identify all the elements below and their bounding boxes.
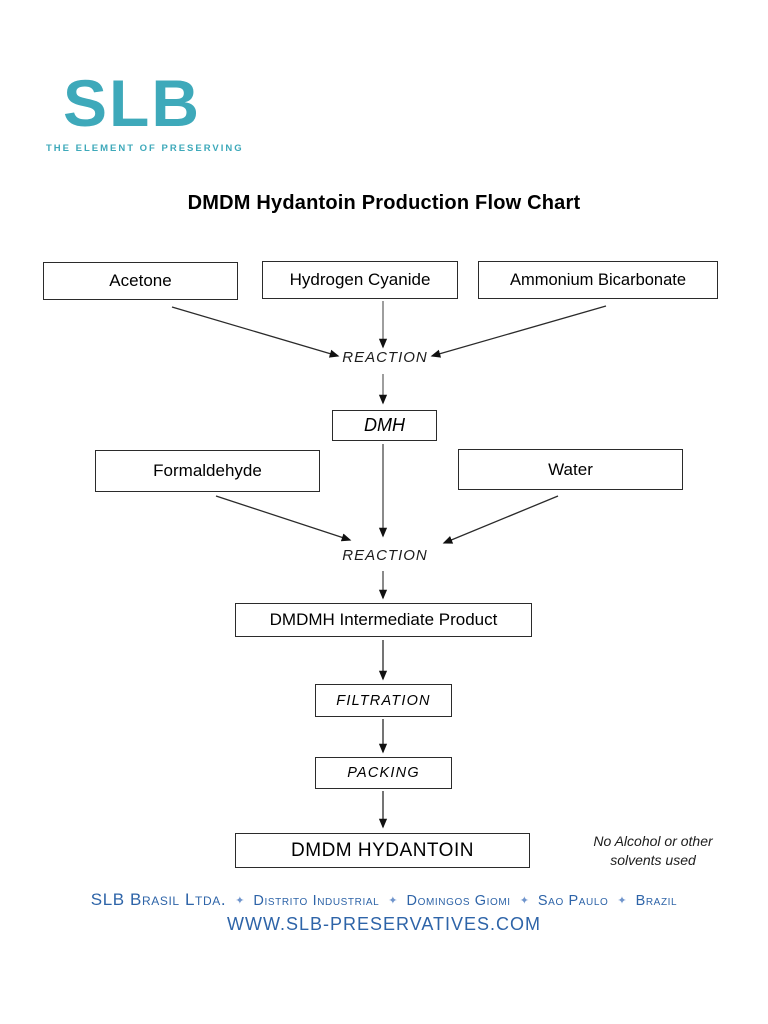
slb-logo-tagline: THE ELEMENT OF PRESERVING [46, 143, 244, 154]
box-dmdmh-intermediate-product: DMDMH Intermediate Product [235, 603, 532, 637]
box-water: Water [458, 449, 683, 490]
star-separator-icon: ✦ [235, 894, 245, 907]
page-title: DMDM Hydantoin Production Flow Chart [187, 192, 581, 214]
box-dmdm-hydantoin: DMDM HYDANTOIN [235, 833, 530, 868]
star-separator-icon: ✦ [519, 894, 529, 907]
footer-item-district: Distrito Industrial [253, 893, 380, 909]
arrow-ammonium-bicarbonate-to-reaction1 [430, 305, 607, 358]
reaction-label-2: REACTION [342, 547, 428, 564]
solvents-note-line1: No Alcohol or other [593, 833, 713, 849]
star-separator-icon: ✦ [388, 894, 398, 907]
arrow-formaldehyde-to-reaction2 [215, 495, 352, 542]
footer-item-city: Sao Paulo [537, 893, 609, 909]
box-packing: PACKING [315, 757, 452, 789]
footer-website: WWW.SLB-PRESERVATIVES.COM [226, 914, 542, 934]
star-separator-icon: ✦ [617, 894, 627, 907]
box-dmh: DMH [332, 410, 437, 441]
box-formaldehyde: Formaldehyde [95, 450, 320, 492]
reaction-label-1: REACTION [342, 349, 428, 366]
slb-logo: SLB THE ELEMENT OF PRESERVING [46, 70, 244, 154]
solvents-note-line2: solvents used [610, 851, 696, 868]
footer-address: SLB Brasil Ltda. ✦ Distrito Industrial ✦… [0, 890, 768, 910]
footer-item-street: Domingos Giomi [406, 893, 511, 909]
footer-item-country: Brazil [635, 893, 678, 909]
box-filtration: FILTRATION [315, 684, 452, 717]
box-hydrogen-cyanide: Hydrogen Cyanide [262, 261, 458, 299]
footer-company: SLB Brasil Ltda. [90, 890, 227, 909]
slb-logo-text: SLB [63, 66, 201, 140]
box-ammonium-bicarbonate: Ammonium Bicarbonate [478, 261, 718, 299]
solvents-note: No Alcohol or other solvents used [573, 832, 733, 870]
arrow-acetone-to-reaction1 [171, 306, 340, 358]
box-acetone: Acetone [43, 262, 238, 300]
arrow-water-to-reaction2 [442, 495, 559, 544]
